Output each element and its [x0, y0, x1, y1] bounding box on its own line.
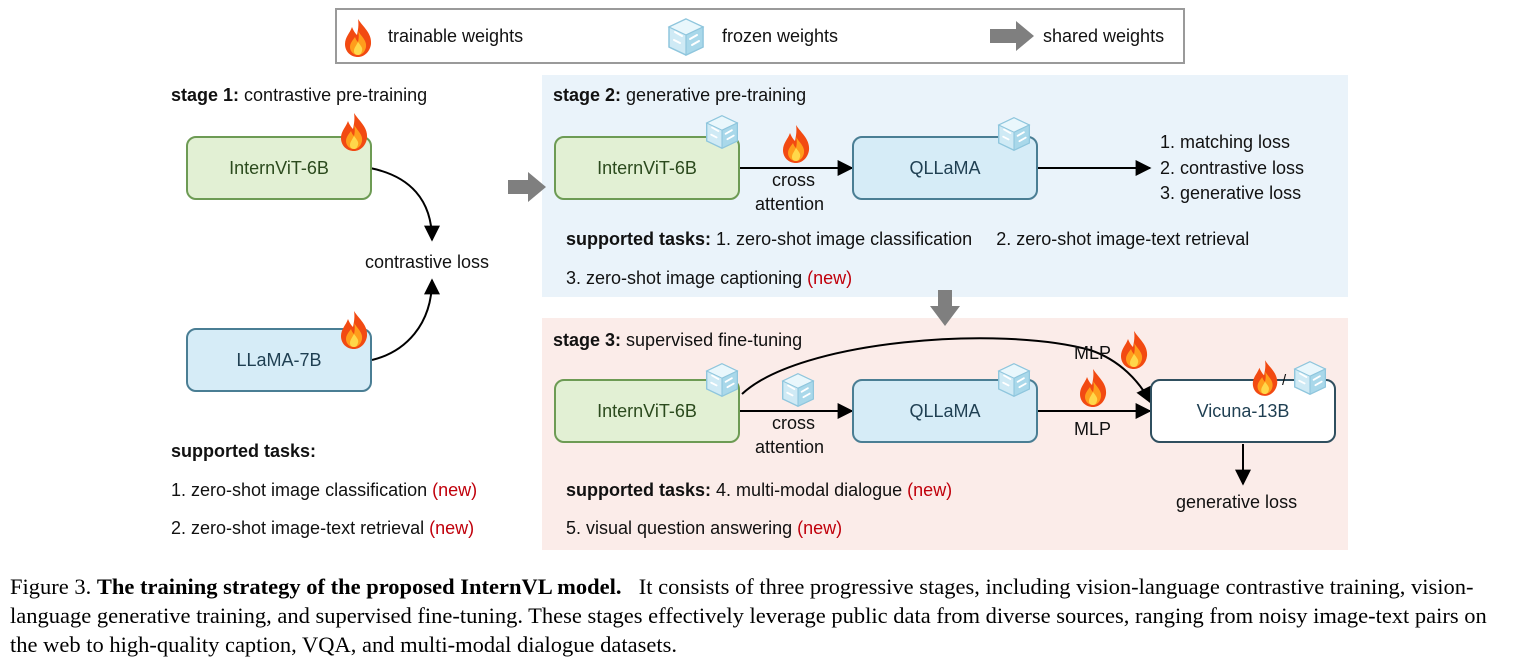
ice-cube-icon: [704, 362, 740, 398]
flame-icon: [1118, 330, 1150, 370]
s3-skip-mlp-arrow: [741, 337, 1151, 404]
stage2-loss1: 1. matching loss: [1160, 132, 1291, 152]
ice-cube-icon: [780, 372, 816, 408]
stage3-tasks-line2: 5. visual question answering (new): [566, 518, 843, 538]
stage3-generative-loss: generative loss: [1176, 492, 1298, 512]
stage2-loss3: 3. generative loss: [1160, 183, 1302, 203]
legend-box: [335, 8, 1185, 64]
language-to-loss-arrow: [371, 278, 440, 361]
ice-cube-icon: [996, 362, 1032, 398]
stage2-cross-label: cross: [772, 170, 816, 190]
stage1-task2: 2. zero-shot image-text retrieval (new): [171, 518, 475, 538]
stage3-tasks-line1: supported tasks: 4. multi-modal dialogue…: [566, 480, 953, 500]
caption-label: Figure 3.: [10, 574, 92, 599]
caption-body: It consists of three progressive stages,…: [10, 574, 1487, 657]
stage2-tasks-line2: 3. zero-shot image captioning (new): [566, 268, 853, 288]
stage2-attention-label: attention: [755, 194, 825, 214]
flame-icon: [338, 112, 370, 152]
stage3-slash: /: [1282, 372, 1287, 389]
legend-trainable: trainable weights: [388, 26, 524, 46]
stage1-contrastive-loss: contrastive loss: [365, 252, 490, 272]
stage2-tasks-line1: supported tasks: 1. zero-shot image clas…: [566, 229, 1250, 249]
stage3-attention-label: attention: [755, 437, 825, 457]
stage3-title: stage 3: supervised fine-tuning: [553, 330, 803, 350]
stage3-mlp-bottom-label: MLP: [1074, 419, 1112, 439]
stage2-loss2: 2. contrastive loss: [1160, 158, 1305, 178]
flame-icon: [338, 310, 370, 350]
stage3-cross-label: cross: [772, 413, 816, 433]
stage2-title: stage 2: generative pre-training: [553, 85, 807, 105]
stage1-title: stage 1: contrastive pre-training: [171, 85, 428, 105]
stage2-internvit-box: InternViT-6B: [554, 136, 740, 200]
stage3-internvit-box: InternViT-6B: [554, 379, 740, 443]
stage1-tasks-title: supported tasks:: [171, 441, 317, 461]
vision-to-loss-arrow: [369, 167, 440, 242]
caption-title: The training strategy of the proposed In…: [96, 574, 622, 599]
stage1-task1: 1. zero-shot image classification (new): [171, 480, 478, 500]
stage1-llama-box: LLaMA-7B: [186, 328, 372, 392]
legend-shared: shared weights: [1043, 26, 1165, 46]
flame-icon: [1077, 368, 1109, 408]
flame-icon: [780, 124, 812, 164]
stage3-mlp-top-label: MLP: [1074, 343, 1112, 363]
gray-arrow-icon: [990, 21, 1034, 51]
shared-arrow-stage1-to-2: [508, 172, 546, 202]
stage1-internvit-box: InternViT-6B: [186, 136, 372, 200]
ice-cube-icon: [704, 114, 740, 150]
legend-frozen: frozen weights: [722, 26, 839, 46]
shared-arrow-stage2-to-3: [930, 290, 960, 326]
figure-caption: Figure 3. The training strategy of the p…: [10, 572, 1510, 659]
ice-cube-icon: [996, 116, 1032, 152]
ice-cube-icon: [1292, 360, 1328, 396]
stage3-vicuna-box: Vicuna-13B: [1150, 379, 1336, 443]
flame-icon: [1250, 359, 1280, 397]
